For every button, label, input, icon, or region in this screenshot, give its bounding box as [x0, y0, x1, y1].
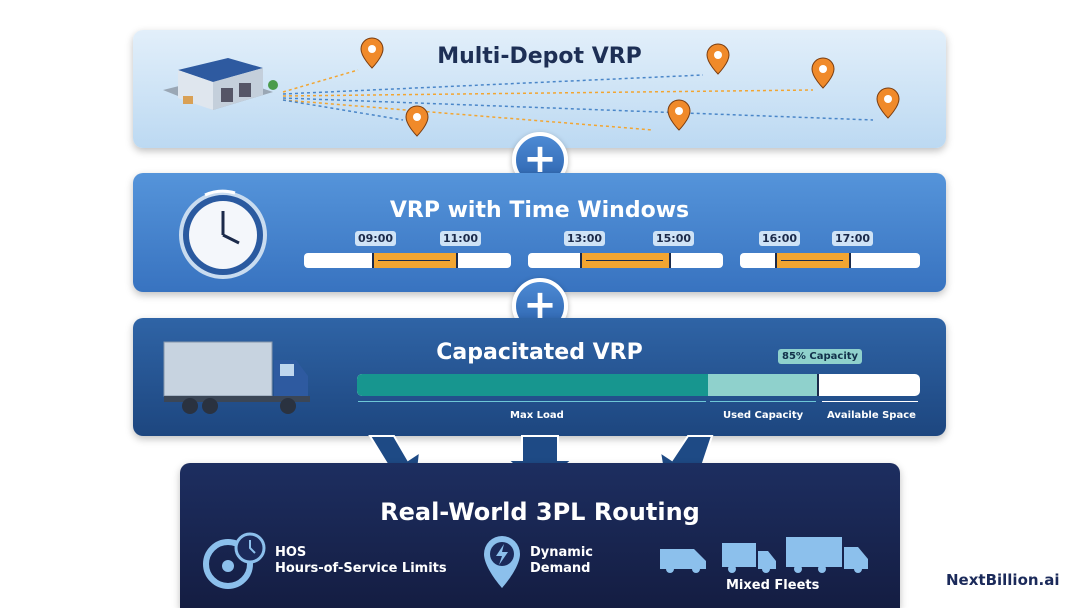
available-space-label: Available Space [827, 410, 916, 421]
time-window-range-2 [580, 253, 671, 268]
clock-icon [179, 189, 267, 279]
used-capacity-label: Used Capacity [723, 410, 804, 421]
capacity-bar [357, 374, 920, 396]
location-pin-icons [360, 37, 900, 137]
hos-description: Hours-of-Service Limits [275, 561, 447, 576]
route-lines [282, 69, 874, 131]
time-window-start-2: 13:00 [564, 231, 606, 246]
time-windows-panel: VRP with Time Windows [133, 173, 946, 292]
warehouse-icon [163, 58, 278, 110]
time-window-end-2: 15:00 [653, 231, 695, 246]
multi-depot-panel: Multi-Depot VRP [133, 30, 946, 148]
max-load-label: Max Load [510, 410, 564, 421]
capacitated-title: Capacitated VRP [436, 340, 643, 365]
mixed-fleets-label: Mixed Fleets [726, 578, 820, 593]
demand-label: Demand [530, 561, 591, 576]
vehicles-icon [660, 537, 868, 573]
nextbillion-logo: NextBillion.ai [946, 571, 1060, 589]
max-load-fill [357, 374, 708, 396]
time-window-range-3 [775, 253, 851, 268]
hos-feature: HOS Hours-of-Service Limits [275, 545, 447, 577]
dynamic-label: Dynamic [530, 545, 594, 560]
available-space-arrow [822, 401, 918, 402]
lightning-pin-icon [484, 536, 520, 588]
steering-wheel-clock-icon [203, 532, 266, 589]
real-world-title: Real-World 3PL Routing [380, 498, 700, 526]
multi-depot-title: Multi-Depot VRP [437, 44, 642, 69]
time-window-start-1: 09:00 [355, 231, 397, 246]
depot-routes-illustration [163, 37, 900, 137]
time-window-end-1: 11:00 [440, 231, 482, 246]
dynamic-demand-feature: Dynamic Demand [530, 545, 593, 577]
real-world-panel: Real-World 3PL Routing [180, 463, 900, 608]
max-load-arrow [358, 401, 706, 402]
hos-label: HOS [275, 545, 307, 560]
truck-icon [163, 341, 310, 414]
capacity-label: 85% Capacity [778, 349, 863, 364]
time-window-end-3: 17:00 [832, 231, 874, 246]
used-capacity-arrow [710, 401, 816, 402]
used-capacity-fill [708, 374, 819, 396]
time-window-range-1 [372, 253, 458, 268]
time-window-start-3: 16:00 [759, 231, 801, 246]
time-windows-title: VRP with Time Windows [389, 198, 690, 223]
